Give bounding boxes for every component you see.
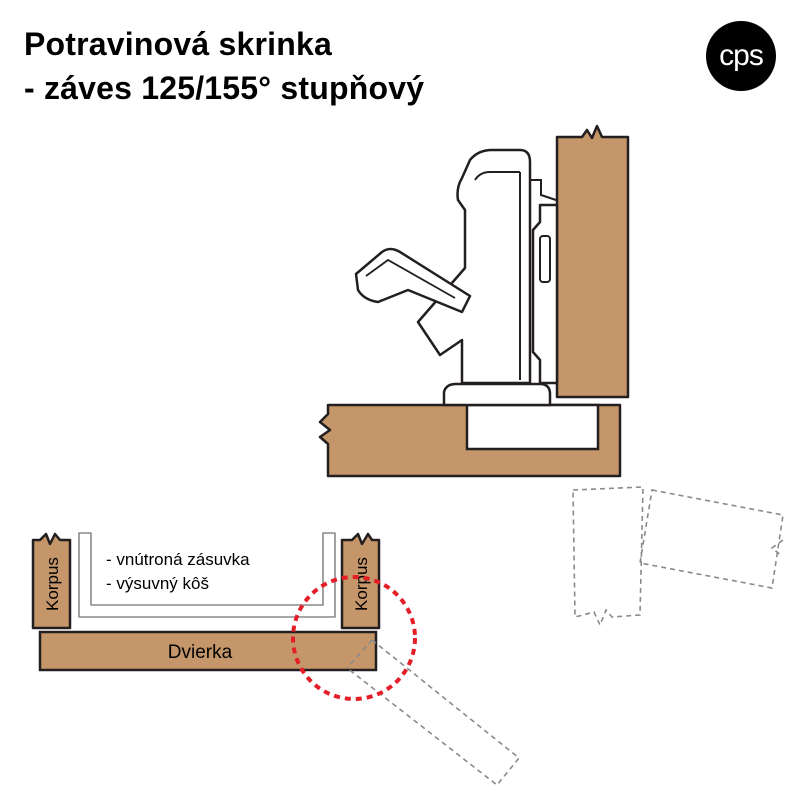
page-title: Potravinová skrinka - záves 125/155° stu… [24,22,424,110]
cabinet-plan: Korpus Korpus Dvierka - vnútroná zásuvka… [31,532,521,787]
mounting-screw-slot [539,235,551,283]
hinge-arm-inner-line [474,171,520,181]
left-body-panel [31,532,72,630]
door-label: Dvierka [168,642,233,663]
title-line-1: Potravinová skrinka [24,26,332,62]
title-line-2: - záves 125/155° stupňový [24,70,425,106]
right-body-label: Korpus [352,557,371,611]
hinge-arm [416,148,532,385]
hinge-cup [442,382,552,407]
ghost-open-door-lower [346,639,521,787]
cabinet-side-panel [555,124,630,399]
note-inner-drawer: - vnútroná zásuvka [106,550,250,569]
hinge-detail [318,124,630,478]
hinge-cup-recess [465,403,600,451]
plate-step [528,179,557,201]
cps-logo: cps [706,21,776,91]
logo-text: cps [719,39,764,72]
left-body-label: Korpus [43,557,62,611]
inner-drawer [78,532,336,618]
door-bar [38,630,378,672]
highlight-circle [291,575,417,701]
mounting-plate [531,203,559,385]
right-body-panel [340,532,381,630]
ghost-open-door-upper [572,486,784,628]
note-pull-out-basket: - výsuvný kôš [106,574,209,593]
hinge-lever [354,247,472,314]
hinge-lever-inner [365,258,456,299]
